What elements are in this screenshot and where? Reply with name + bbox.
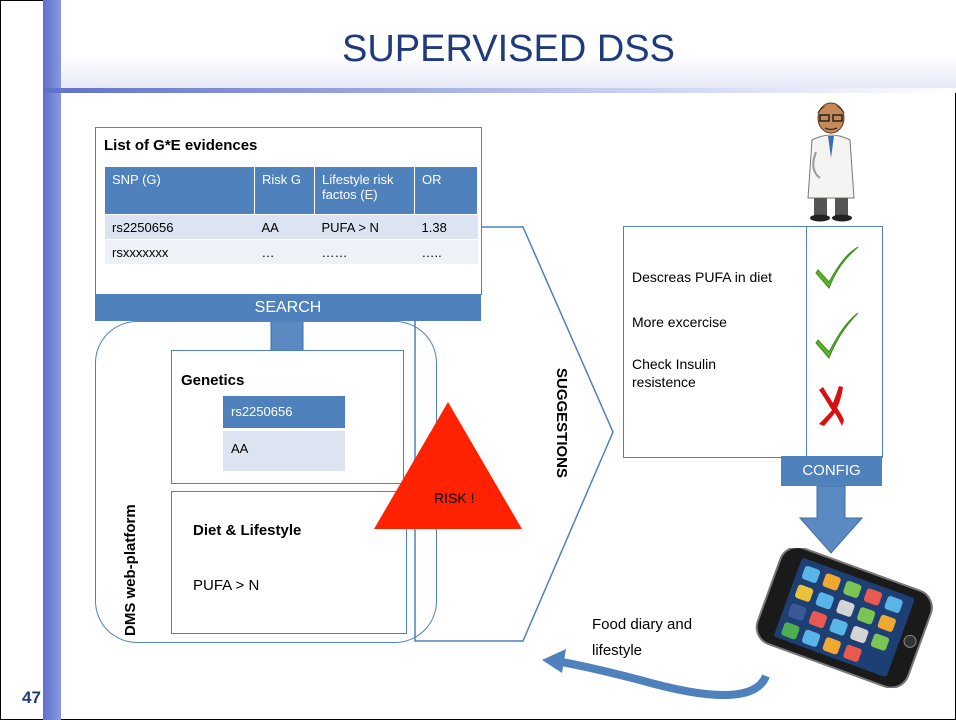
diet-lifestyle-box bbox=[171, 491, 407, 634]
genetics-title: Genetics bbox=[181, 372, 245, 389]
table-cell: ….. bbox=[414, 239, 478, 264]
left-accent-bar bbox=[43, 0, 61, 720]
config-button[interactable]: CONFIG bbox=[781, 456, 882, 486]
header-band bbox=[43, 0, 956, 92]
evidence-table: SNP (G) Risk G Lifestyle risk factos (E)… bbox=[105, 167, 478, 264]
table-cell: 1.38 bbox=[414, 214, 478, 240]
table-cell: rs2250656 bbox=[105, 214, 255, 240]
cross-icon[interactable] bbox=[815, 384, 845, 428]
dms-platform-label: DMS web-platform bbox=[122, 504, 139, 636]
table-cell: PUFA > N bbox=[314, 214, 415, 240]
suggestions-chevron bbox=[414, 226, 614, 642]
column-header-snp: SNP (G) bbox=[105, 167, 255, 215]
risk-label: RISK ! bbox=[434, 490, 475, 506]
config-down-arrow bbox=[798, 485, 864, 554]
search-button[interactable]: SEARCH bbox=[95, 294, 481, 321]
genetics-snp: rs2250656 bbox=[223, 396, 345, 428]
suggestion-item: Descreas PUFA in diet bbox=[632, 269, 773, 285]
genetics-genotype: AA bbox=[223, 431, 345, 471]
diet-value: PUFA > N bbox=[193, 577, 260, 594]
evidence-title: List of G*E evidences bbox=[104, 137, 258, 154]
suggestions-label: SUGGESTIONS bbox=[553, 368, 570, 479]
suggestion-item: More excercise bbox=[632, 314, 727, 330]
slide-number: 47 bbox=[22, 688, 41, 707]
risk-triangle bbox=[374, 402, 522, 529]
food-diary-arrowhead bbox=[542, 649, 566, 673]
table-row: rsxxxxxxx … …… ….. bbox=[105, 239, 478, 264]
diet-title: Diet & Lifestyle bbox=[193, 522, 302, 539]
table-row: rs2250656 AA PUFA > N 1.38 bbox=[105, 214, 478, 240]
check-icon[interactable] bbox=[812, 244, 862, 294]
table-cell: rsxxxxxxx bbox=[105, 239, 255, 264]
suggestions-divider bbox=[806, 227, 807, 456]
column-header-risk: Risk G bbox=[254, 167, 315, 215]
food-diary-arrow bbox=[555, 657, 770, 700]
check-icon[interactable] bbox=[812, 310, 862, 364]
column-header-lifestyle: Lifestyle risk factos (E) bbox=[314, 167, 415, 215]
suggestion-item: Check Insulin resistence bbox=[632, 356, 717, 390]
column-header-or: OR bbox=[414, 167, 478, 215]
header-rule bbox=[43, 88, 956, 93]
table-cell: AA bbox=[254, 214, 315, 240]
table-cell: … bbox=[254, 239, 315, 264]
smartphone-icon bbox=[755, 548, 933, 688]
slide-title: SUPERVISED DSS bbox=[342, 28, 675, 70]
table-cell: …… bbox=[314, 239, 415, 264]
food-diary-label: Food diary and lifestyle bbox=[592, 616, 693, 659]
doctor-icon bbox=[807, 102, 855, 222]
